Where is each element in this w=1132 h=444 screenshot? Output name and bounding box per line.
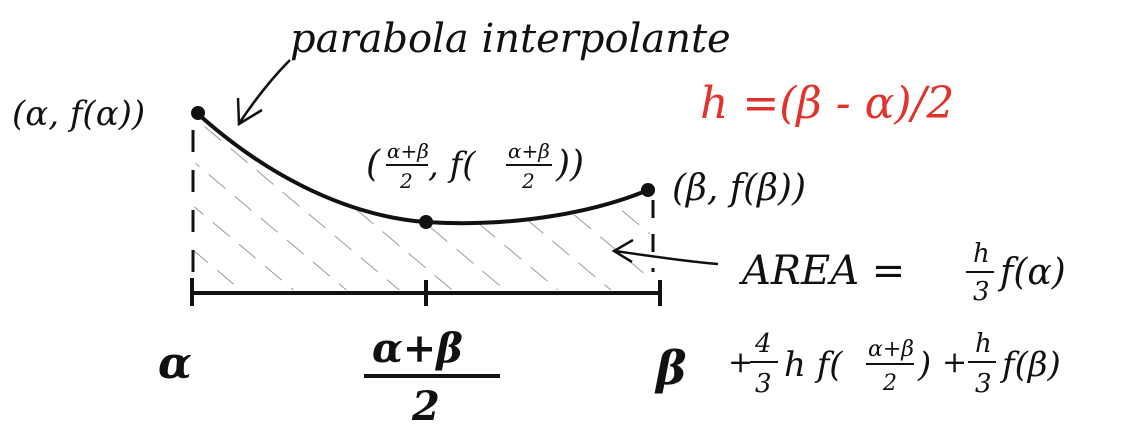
area-plus-1: + [728, 345, 753, 380]
middle-frac2-den: 2 [521, 169, 535, 193]
middle-fn: , f( [428, 145, 476, 185]
area-t2-f: h f( [784, 345, 843, 385]
area-t1-f: f(α) [997, 252, 1066, 293]
curve-label: parabola interpolante [290, 16, 731, 62]
axis-label-mid-num: α+β [372, 325, 463, 372]
area-t3-num: h [975, 329, 992, 359]
node-point-middle [419, 215, 433, 229]
area-label: AREA = [738, 248, 905, 294]
point-label-right: (β, f(β)) [672, 168, 806, 209]
area-t2-den: 3 [755, 369, 772, 399]
middle-frac2-num: α+β [508, 139, 550, 163]
node-point-right [641, 183, 655, 197]
point-label-left: (α, f(α)) [12, 94, 145, 134]
area-t2-num: 4 [754, 329, 772, 359]
area-plus-2: + [942, 345, 967, 380]
area-t1-den: 3 [973, 277, 990, 307]
area-t1-num: h [973, 239, 990, 269]
step-formula: h =(β - α)/2 [700, 78, 954, 129]
middle-frac-num: α+β [387, 139, 429, 163]
point-label-middle: ( α+β 2 , f( α+β 2 )) [366, 139, 584, 193]
axis-label-beta: β [654, 341, 687, 395]
area-t2-inner-den: 2 [882, 371, 897, 396]
curve-pointer-arrowhead [236, 97, 263, 127]
area-formula: AREA = h 3 f(α) + 4 3 h f( α+β 2 ) + h 3… [728, 239, 1066, 399]
area-t2-close: ) [917, 345, 931, 385]
area-t3-den: 3 [975, 369, 992, 399]
node-point-left [191, 106, 205, 120]
area-t3-f: f(β) [999, 345, 1061, 385]
hatched-area [192, 113, 652, 290]
middle-close: )) [555, 144, 584, 185]
axis-label-mid-den: 2 [411, 383, 440, 430]
area-t2-inner-num: α+β [868, 337, 914, 362]
area-pointer-arrow [614, 249, 719, 266]
middle-open-paren: ( [366, 144, 381, 185]
curve-pointer-arrow [238, 59, 291, 123]
middle-frac-den: 2 [399, 169, 413, 193]
area-pointer-arrowhead [611, 238, 634, 264]
axis-label-alpha: α [158, 338, 192, 389]
